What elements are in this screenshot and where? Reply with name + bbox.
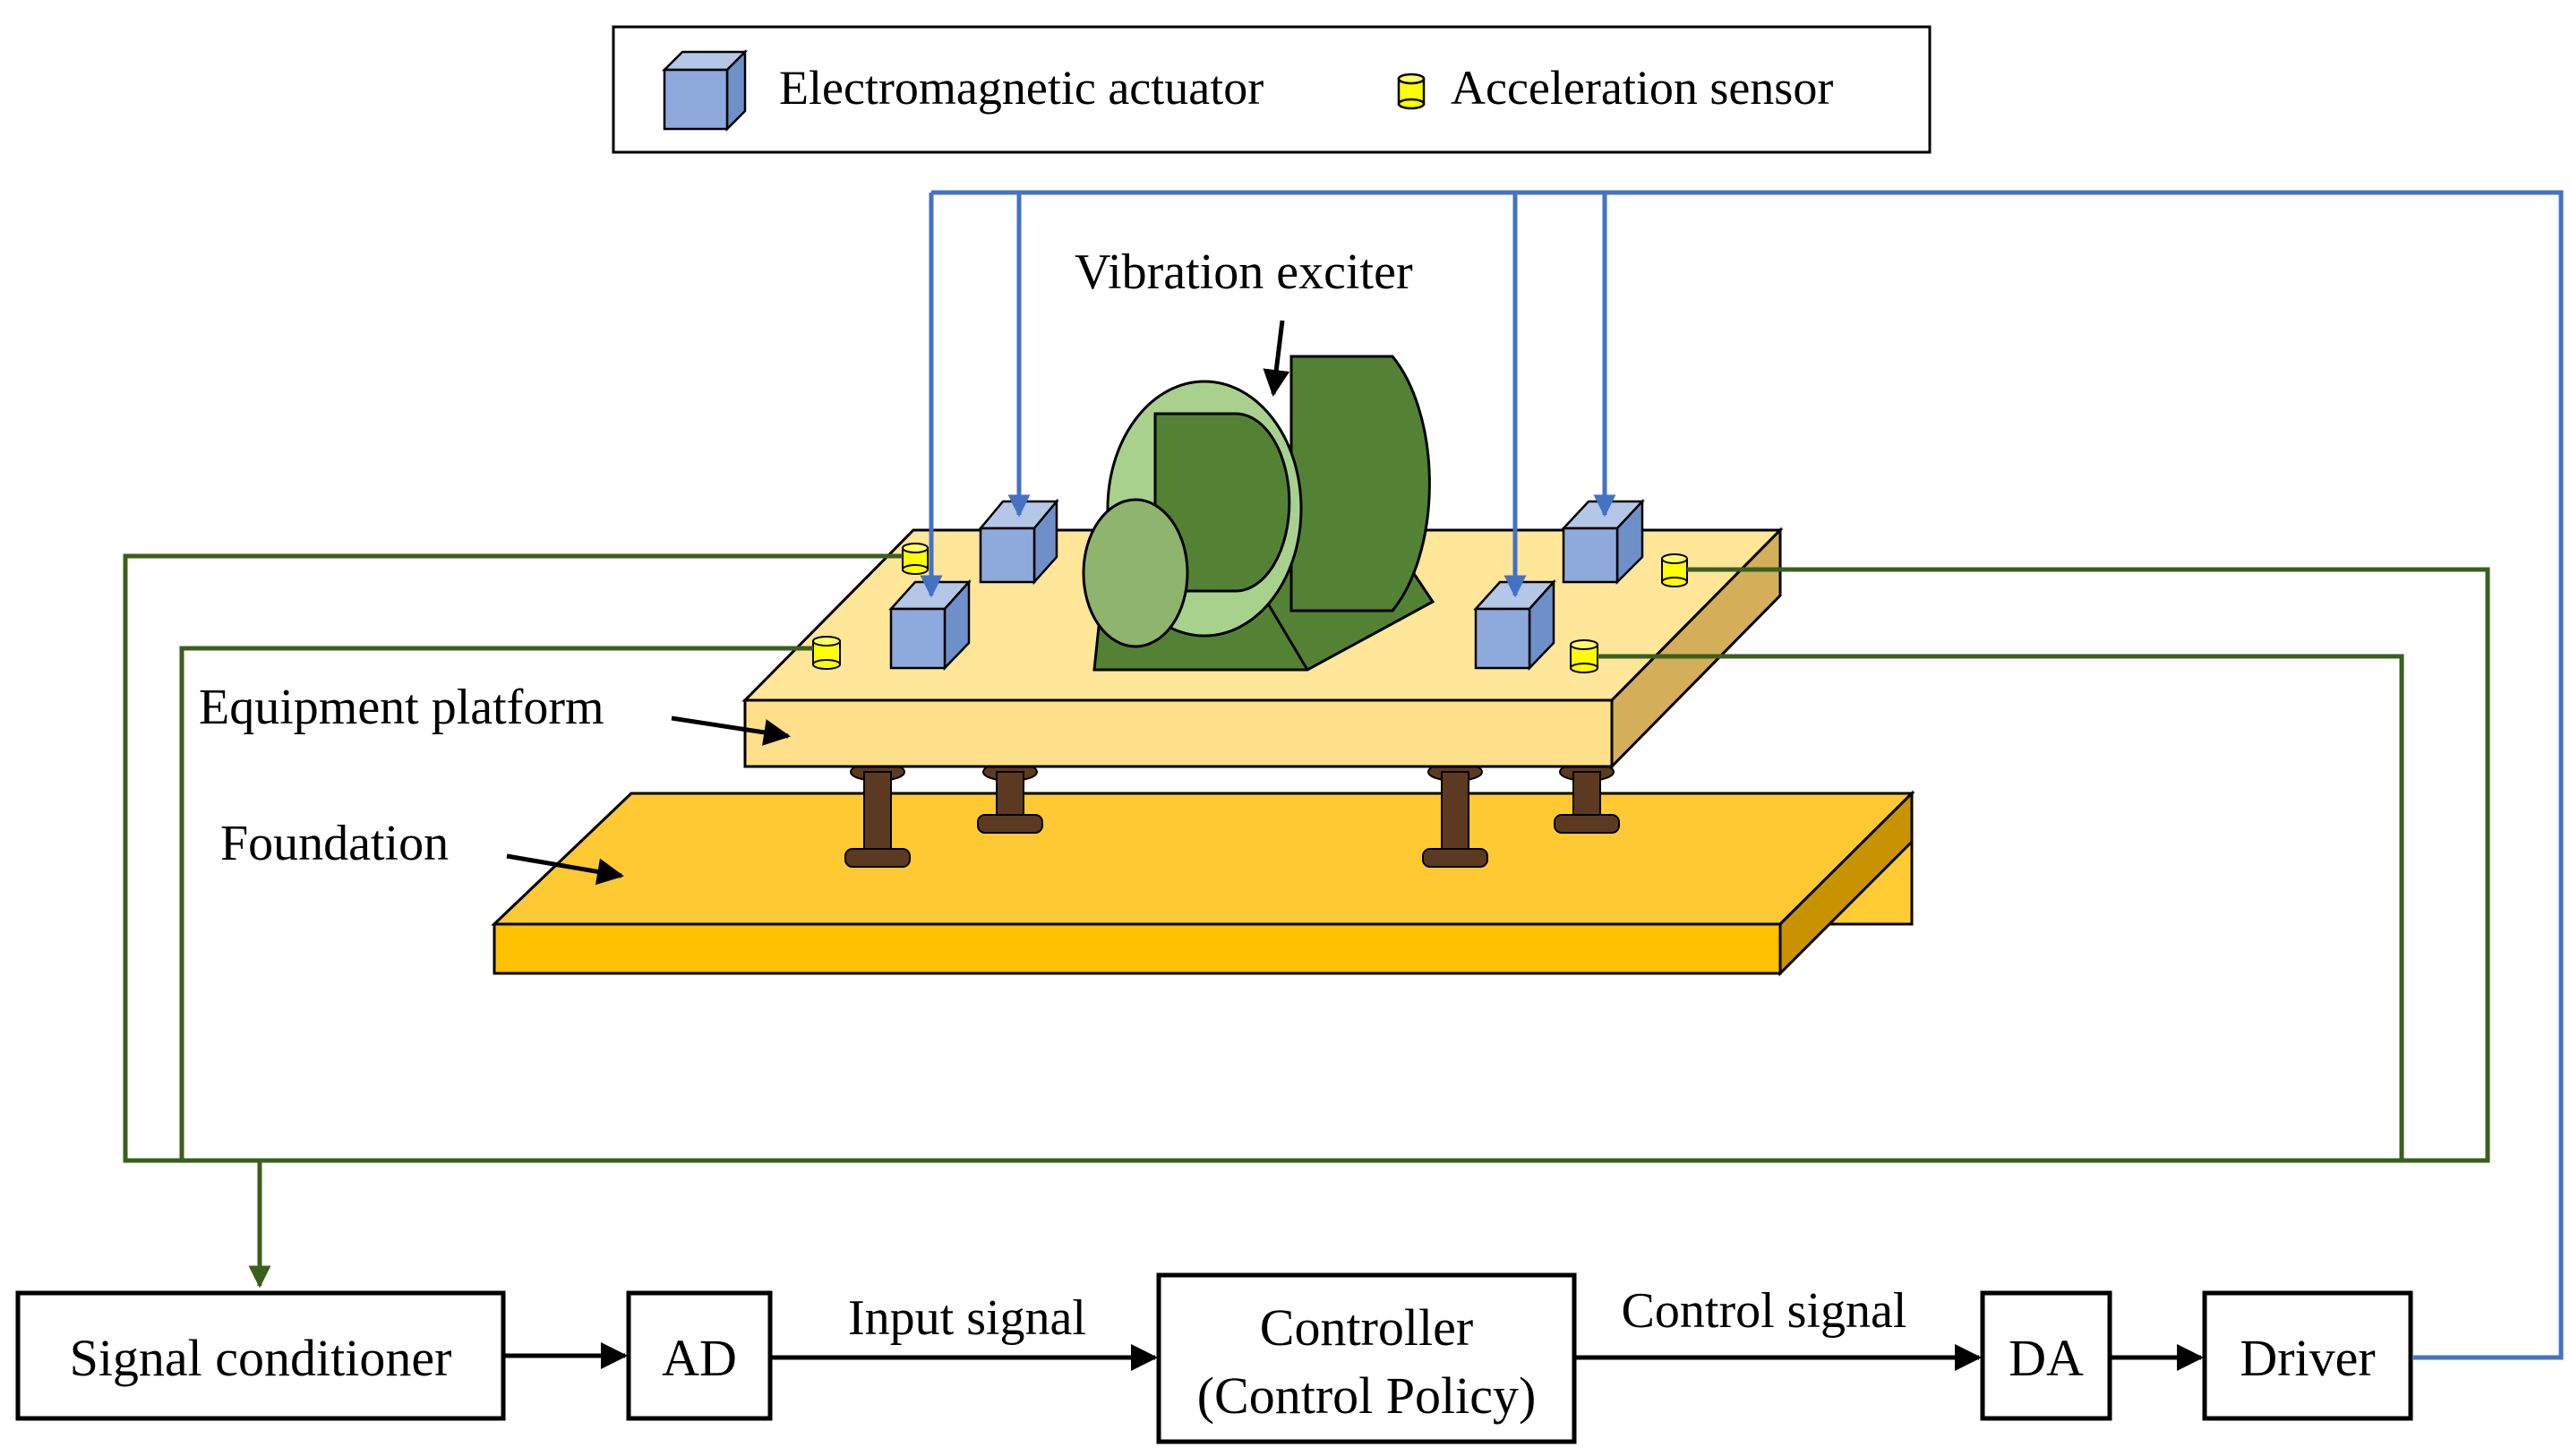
legend: Electromagnetic actuator Acceleration se…: [612, 25, 1932, 154]
foundation-front: [493, 922, 1782, 975]
bolt: [1422, 762, 1488, 868]
control-signal-label: Control signal: [1622, 1283, 1907, 1339]
legend-actuator-icon: [661, 48, 749, 133]
foundation-pointer: [506, 853, 624, 886]
legend-sensor-icon: [1397, 73, 1426, 110]
input-signal-label: Input signal: [848, 1290, 1086, 1346]
ad-block: [626, 1290, 773, 1421]
actuator-icon: [1561, 498, 1645, 586]
sensor-icon: [1661, 553, 1688, 587]
equipment-platform-label: Equipment platform: [199, 680, 604, 735]
vibration-exciter-pointer: [1263, 320, 1290, 397]
driver-label: Driver: [2240, 1329, 2375, 1387]
controller-label-line1: Controller: [1260, 1298, 1473, 1357]
da-label: DA: [2009, 1329, 2084, 1387]
driver-output-wire: [931, 190, 2564, 1360]
foundation-top-face: [491, 792, 1915, 926]
foundation-label: Foundation: [220, 816, 449, 871]
da-block: [1980, 1290, 2112, 1421]
signal-chain: Signal conditioner AD Input signal Contr…: [15, 1272, 2413, 1444]
motor-body: [1289, 355, 1431, 612]
controller-block: [1156, 1272, 1577, 1444]
sensor-icon: [1570, 639, 1598, 673]
legend-sensor-label: Acceleration sensor: [1451, 61, 1833, 115]
signal-conditioner-label: Signal conditioner: [70, 1329, 452, 1387]
foundation: [491, 790, 1915, 977]
ad-label: AD: [662, 1329, 737, 1387]
controller-label-line2: (Control Policy): [1197, 1366, 1537, 1425]
acceleration-sensors: [812, 543, 1688, 673]
sensor-icon: [902, 543, 929, 575]
electromagnetic-actuators: [888, 498, 1645, 672]
legend-actuator-label: Electromagnetic actuator: [779, 61, 1264, 115]
sensor-icon: [812, 636, 841, 670]
bolt: [844, 762, 911, 868]
sensor-wiring: [123, 553, 2490, 1289]
equipment-platform-pointer: [671, 715, 791, 746]
vibration-exciter: [1082, 355, 1435, 672]
control-wiring: [920, 190, 2564, 1360]
platform-front: [743, 698, 1614, 768]
sensor-wire: [1598, 654, 2404, 1161]
driver-block: [2202, 1290, 2413, 1421]
motor-shaft-face: [1082, 498, 1189, 648]
sensor-wire: [123, 553, 2490, 1163]
legend-box: [612, 25, 1932, 154]
sensor-wire: [179, 646, 813, 1161]
vibration-exciter-label: Vibration exciter: [1075, 244, 1413, 300]
